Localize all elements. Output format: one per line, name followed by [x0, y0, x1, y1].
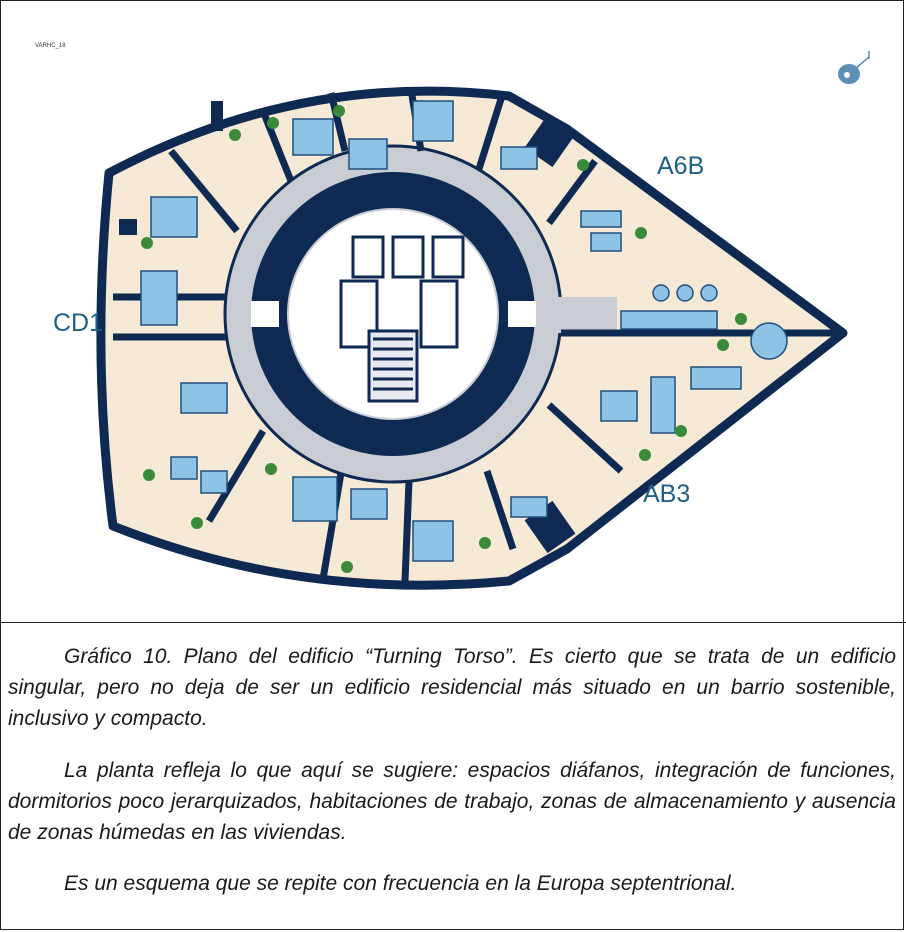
caption-paragraph-2: La planta refleja lo que aquí se sugiere…	[8, 759, 896, 844]
unit-label-ab3: AB3	[643, 480, 690, 508]
furniture	[140, 100, 788, 562]
floor-plan-figure: VARHC_18	[1, 1, 903, 621]
unit-label-a6b: A6B	[657, 152, 704, 180]
caption-cell: Gráfico 10. Plano del edificio “Turning …	[0, 623, 906, 930]
plants	[141, 105, 747, 573]
table-divider	[0, 622, 906, 623]
caption-paragraph-1: Gráfico 10. Plano del edificio “Turning …	[8, 645, 896, 730]
core-opening-west	[251, 301, 279, 327]
caption-paragraph-3: Es un esquema que se repite con frecuenc…	[64, 872, 737, 895]
floor-plan-drawing: VARHC_18	[35, 43, 870, 590]
drawing-code: VARHC_18	[35, 43, 66, 49]
unit-label-cd1: CD1	[53, 309, 103, 337]
central-core	[339, 235, 465, 403]
east-corridor	[549, 297, 617, 333]
core-opening-east	[508, 301, 536, 327]
core-interior	[289, 210, 497, 418]
compass-icon	[838, 51, 870, 84]
